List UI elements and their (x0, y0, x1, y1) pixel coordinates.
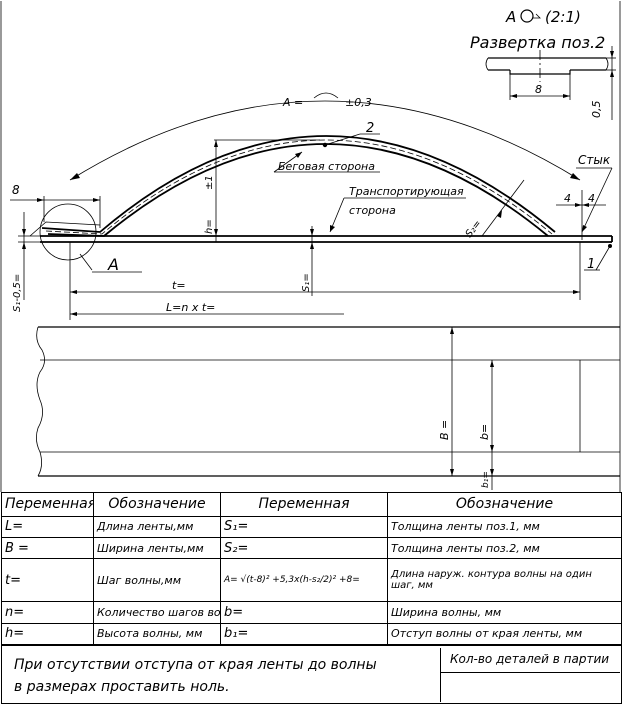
cell-formula: A= √(t-8)² +5,3x(h-s₂/2)² +8= (220, 558, 388, 603)
view-label: А (505, 8, 516, 26)
cell-desc: Длина наруж. контура волны на один шаг, … (387, 558, 622, 603)
table-row: h= Высота волны, мм b₁= Отступ волны от … (1, 622, 622, 646)
cell-var: t= (1, 558, 94, 603)
table-row: n= Количество шагов волн b= Ширина волны… (1, 601, 622, 624)
variables-table: Переменная Обозначение Переменная Обозна… (1, 492, 622, 646)
cell-desc: Шаг волны,мм (93, 558, 221, 603)
cell-var: S₂= (220, 536, 388, 560)
dim-8-top: 8 (535, 83, 542, 96)
arc-arrow-right (570, 173, 580, 180)
dim-b-big: B = (438, 420, 451, 440)
cell-var: B = (1, 536, 94, 560)
header-designation-1: Обозначение (93, 492, 221, 517)
wave-outer-contour (41, 135, 556, 233)
joint-leader (581, 167, 613, 233)
cell-var: b= (220, 601, 388, 624)
cell-var: h= (1, 622, 94, 646)
wave-inner-contour (47, 143, 549, 237)
pos-1-label: 1 (587, 257, 595, 272)
pos-2-leader (324, 133, 361, 146)
table-row: B = Ширина ленты,мм S₂= Толщина ленты по… (1, 536, 622, 560)
dim-8-left: 8 (12, 183, 20, 197)
wave-left-end (29, 221, 101, 237)
cell-desc: Отступ волны от края ленты, мм (387, 622, 622, 646)
joint-label: Стык (578, 153, 611, 167)
pos-2-label: 2 (366, 121, 374, 136)
cell-var: S₁= (220, 515, 388, 538)
development-detail (485, 46, 616, 120)
cell-var: n= (1, 601, 94, 624)
transport-side-label-1: Транспортирующая (349, 185, 464, 198)
header-designation-2: Обозначение (387, 492, 622, 517)
transport-side-label-2: сторона (349, 204, 396, 217)
header-variable-1: Переменная (1, 492, 94, 517)
arc-symbol-icon (313, 92, 339, 99)
cell-desc: Количество шагов волн (93, 601, 221, 624)
cell-desc: Ширина волны, мм (387, 601, 622, 624)
view-scale: (2:1) (545, 8, 581, 26)
table-header-row: Переменная Обозначение Переменная Обозна… (1, 492, 622, 517)
running-side-label: Беговая сторона (278, 160, 375, 173)
cell-desc: Толщина ленты поз.1, мм (387, 515, 622, 538)
cell-var: b₁= (220, 622, 388, 646)
dim-b1: b₁= (481, 471, 491, 488)
detail-a-circle (39, 203, 97, 261)
view-arrow-icon (533, 13, 541, 19)
arc-tolerance: ±0,3 (345, 96, 372, 109)
table-row: L= Длина ленты,мм S₁= Толщина ленты поз.… (1, 515, 622, 538)
arc-arrow-left (70, 173, 80, 180)
note-line-1: При отсутствии отступа от края ленты до … (14, 657, 377, 673)
header-variable-2: Переменная (220, 492, 388, 517)
dim-b: b= (478, 424, 491, 440)
table-row: t= Шаг волны,мм A= √(t-8)² +5,3x(h-s₂/2)… (1, 558, 622, 603)
dim-4-a: 4 (564, 192, 571, 205)
cell-desc: Ширина ленты,мм (93, 536, 221, 560)
detail-a-label: А (107, 255, 119, 274)
cell-var: L= (1, 515, 94, 538)
pos-1-leader (595, 245, 611, 271)
quantity-box (440, 648, 621, 702)
view-circle-icon (520, 9, 534, 23)
arc-dimension-line (69, 100, 581, 181)
dim-s1-left: S₁-0,5= (12, 274, 23, 312)
dim-05-right: 0,5 (590, 101, 603, 119)
dim-pm1: ±1 (204, 175, 215, 190)
dim-s2-line (481, 179, 525, 237)
wave-center-line (45, 139, 553, 235)
arc-dim-prefix: А = (282, 96, 303, 109)
cell-desc: Высота волны, мм (93, 622, 221, 646)
cell-desc: Толщина ленты поз.2, мм (387, 536, 622, 560)
plan-view (36, 326, 620, 477)
dim-h: h= (204, 219, 215, 234)
dim-t: t= (172, 279, 186, 292)
development-label: Развертка поз.2 (470, 33, 605, 52)
cell-desc: Длина ленты,мм (93, 515, 221, 538)
quantity-input-line[interactable] (440, 672, 620, 673)
dim-4-b: 4 (588, 192, 595, 205)
note-line-2: в размерах проставить ноль. (14, 679, 230, 695)
dim-l: L=n x t= (166, 301, 215, 314)
quantity-label: Кол-во деталей в партии (450, 652, 610, 666)
footer-note: При отсутствии отступа от края ленты до … (14, 654, 434, 698)
dim-s1: S₁= (301, 273, 312, 292)
